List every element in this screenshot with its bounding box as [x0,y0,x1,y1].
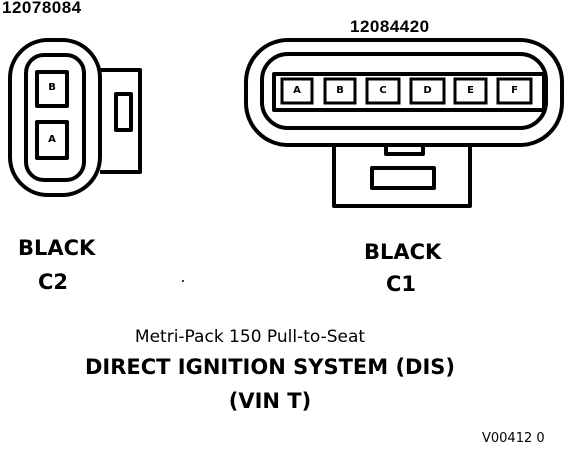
speck [182,280,184,282]
c1-pin-e-label: E [467,85,474,96]
c1-pin-row [272,72,546,112]
caption-title: DIRECT IGNITION SYSTEM (DIS) [84,355,456,379]
c1-pin-a-label: A [293,85,301,96]
c1-pin-cavities [280,77,533,105]
c2-connector-id: C2 [38,270,69,294]
c1-pin-f-label: F [511,85,518,96]
c2-pin-b-label: B [48,82,56,93]
c2-connector-body [8,38,142,197]
caption-subtitle: Metri-Pack 150 Pull-to-Seat [134,327,366,347]
c1-pin-b-label: B [336,85,344,96]
c2-pin-cavities [35,70,69,160]
c1-pin-c-label: C [379,85,387,96]
c1-connector-body [244,38,564,208]
c1-color-label: BLACK [364,240,442,264]
c2-color-label: BLACK [18,236,96,260]
c1-connector-id: C1 [386,272,417,296]
figure-reference-code: V00412 0 [482,431,545,446]
c2-part-number: 12078084 [2,0,82,17]
caption-vin: (VIN T) [228,389,312,413]
c2-pin-a-label: A [48,134,56,145]
c1-pin-d-label: D [423,85,432,96]
c1-part-number: 12084420 [350,17,430,36]
